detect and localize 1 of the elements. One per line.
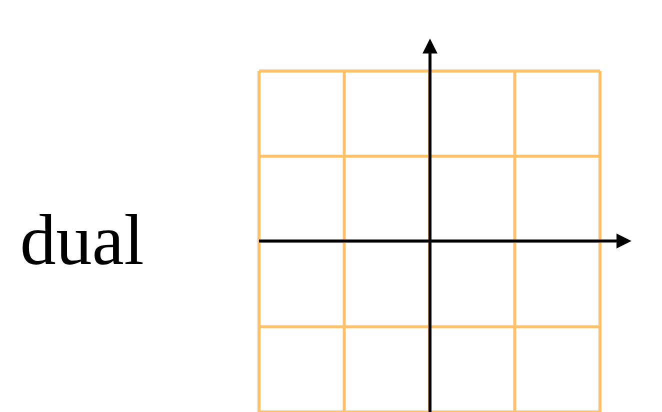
text-label: dual — [20, 200, 144, 280]
